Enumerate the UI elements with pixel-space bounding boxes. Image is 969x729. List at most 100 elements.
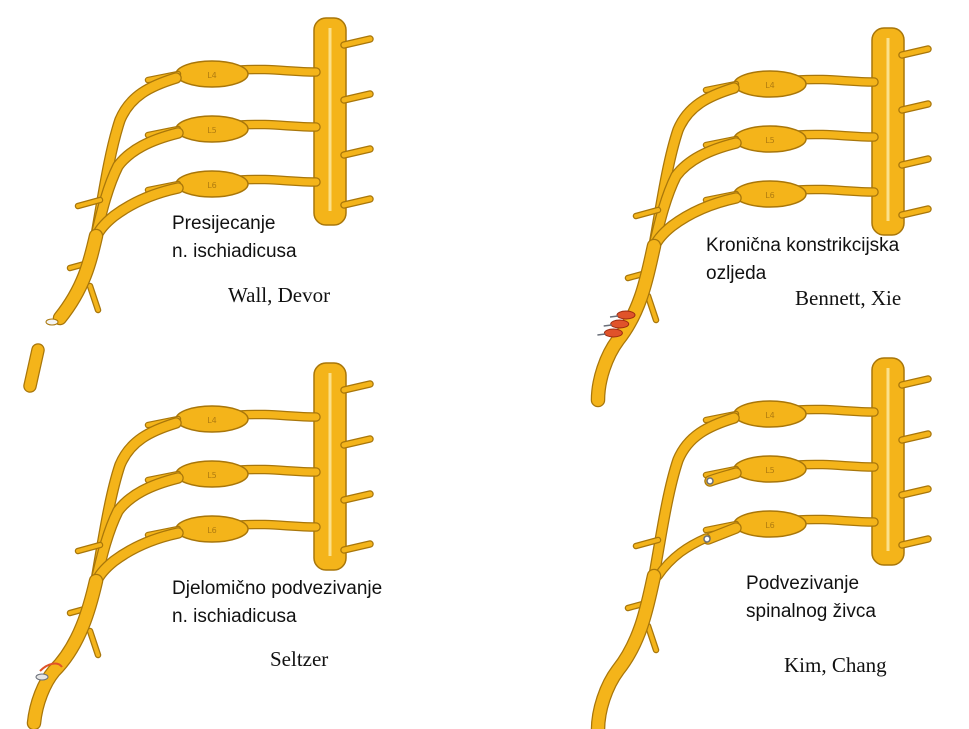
- suture-end-0: [610, 316, 618, 317]
- root-1-core: [798, 464, 874, 467]
- right-rootlet-0: [344, 39, 370, 45]
- panel-transection: L4L5L6 Presijecanje n. ischiadicusa Wall…: [0, 0, 484, 364]
- right-rootlet-0: [902, 49, 928, 55]
- caption-line-1: Djelomično podvezivanje: [172, 575, 382, 603]
- panel-chronic-constriction: L4L5L6 Kronična konstrikcijska ozljeda B…: [558, 10, 969, 374]
- suture-end-2: [597, 334, 605, 335]
- right-rootlet-1: [344, 94, 370, 100]
- ganglion-label-2: L6: [207, 526, 217, 535]
- sciatic-twig-3: [648, 626, 656, 650]
- right-rootlet-3: [902, 539, 928, 545]
- right-rootlet-3-core: [344, 544, 370, 550]
- right-rootlet-3: [344, 544, 370, 550]
- ganglion-label-1: L5: [765, 136, 775, 145]
- authors-transection: Wall, Devor: [228, 283, 330, 308]
- panel-spinal-nerve-ligation: L4L5L6 Podvezivanje spinalnog živca Kim,…: [558, 340, 969, 704]
- panel-partial-ligation: L4L5L6 Djelomično podvezivanje n. ischia…: [0, 345, 484, 709]
- sciatic-trunk-core: [34, 581, 96, 723]
- ganglion-label-2: L6: [765, 521, 775, 530]
- ganglion-label-1: L5: [765, 466, 775, 475]
- ganglion-label-1: L5: [207, 471, 217, 480]
- root-0: [798, 409, 874, 412]
- root-0: [798, 79, 874, 82]
- authors-spinal-nerve-ligation: Kim, Chang: [784, 653, 887, 678]
- caption-line-2: spinalnog živca: [746, 598, 876, 626]
- nerve-diagram-transection: L4L5L6: [0, 0, 484, 364]
- ganglion-label-0: L4: [765, 81, 775, 90]
- root-1: [240, 469, 316, 472]
- spinal-nerve-l5-stub: [710, 473, 736, 481]
- root-1-core: [240, 469, 316, 472]
- root-2-core: [240, 179, 316, 182]
- partial-ligature-knot: [36, 674, 48, 680]
- ligature-l5: [707, 478, 713, 484]
- right-rootlet-3: [902, 209, 928, 215]
- right-rootlet-0-core: [344, 39, 370, 45]
- spinal-nerve-0: [654, 88, 734, 246]
- nerve-diagram-partial-ligation: L4L5L6: [0, 345, 484, 729]
- root-0-core: [798, 79, 874, 82]
- sciatic-trunk: [34, 581, 96, 723]
- spinal-nerve-l4: [654, 418, 734, 576]
- right-rootlet-3: [344, 199, 370, 205]
- caption-chronic-constriction: Kronična konstrikcijska ozljeda: [706, 232, 899, 288]
- root-1: [798, 464, 874, 467]
- root-2: [798, 189, 874, 192]
- sciatic-trunk: [598, 576, 654, 729]
- right-rootlet-3-core: [344, 199, 370, 205]
- root-0: [240, 414, 316, 417]
- right-rootlet-0-core: [344, 384, 370, 390]
- right-rootlet-1-core: [902, 104, 928, 110]
- caption-line-1: Presijecanje: [172, 210, 297, 238]
- sciatic-twig-3: [90, 286, 98, 310]
- right-rootlet-2-core: [344, 149, 370, 155]
- right-rootlet-3-core: [902, 539, 928, 545]
- right-rootlet-1: [902, 104, 928, 110]
- caption-line-2: n. ischiadicusa: [172, 603, 382, 631]
- right-rootlet-3-core: [902, 209, 928, 215]
- ligature-0: [617, 311, 635, 319]
- root-0-core: [240, 69, 316, 72]
- nerve-diagram-spinal-nerve-ligation: L4L5L6: [558, 340, 969, 729]
- right-rootlet-2-core: [902, 489, 928, 495]
- right-rootlet-1-core: [902, 434, 928, 440]
- cut-end: [46, 319, 58, 325]
- root-0: [240, 69, 316, 72]
- spinal-nerve-l4-core: [654, 418, 734, 576]
- spinal-nerve-0-core: [654, 88, 734, 246]
- spinal-nerve-0-core: [96, 78, 176, 236]
- right-rootlet-0-core: [902, 49, 928, 55]
- root-1-core: [798, 134, 874, 137]
- root-2: [240, 524, 316, 527]
- authors-partial-ligation: Seltzer: [270, 647, 328, 672]
- ganglion-label-0: L4: [765, 411, 775, 420]
- root-2-core: [798, 519, 874, 522]
- right-rootlet-1: [344, 439, 370, 445]
- suture-end-1: [604, 325, 612, 326]
- root-1-core: [240, 124, 316, 127]
- caption-line-2: n. ischiadicusa: [172, 238, 297, 266]
- root-0-core: [798, 409, 874, 412]
- right-rootlet-2: [344, 494, 370, 500]
- right-rootlet-0-core: [902, 379, 928, 385]
- right-rootlet-1: [902, 434, 928, 440]
- ligature-1: [611, 320, 629, 328]
- right-rootlet-2: [344, 149, 370, 155]
- right-rootlet-2-core: [902, 159, 928, 165]
- caption-line-1: Podvezivanje: [746, 570, 876, 598]
- ligature-l6: [704, 536, 710, 542]
- sciatic-twig-3: [648, 296, 656, 320]
- right-rootlet-2-core: [344, 494, 370, 500]
- ganglion-label-0: L4: [207, 71, 217, 80]
- caption-partial-ligation: Djelomično podvezivanje n. ischiadicusa: [172, 575, 382, 631]
- ligature-2: [604, 329, 622, 337]
- ganglion-label-2: L6: [765, 191, 775, 200]
- spinal-nerve-0: [96, 423, 176, 581]
- right-rootlet-0: [902, 379, 928, 385]
- spinal-nerve-0: [96, 78, 176, 236]
- right-rootlet-2: [902, 159, 928, 165]
- right-rootlet-1-core: [344, 94, 370, 100]
- root-2: [798, 519, 874, 522]
- spinal-nerve-0-core: [96, 423, 176, 581]
